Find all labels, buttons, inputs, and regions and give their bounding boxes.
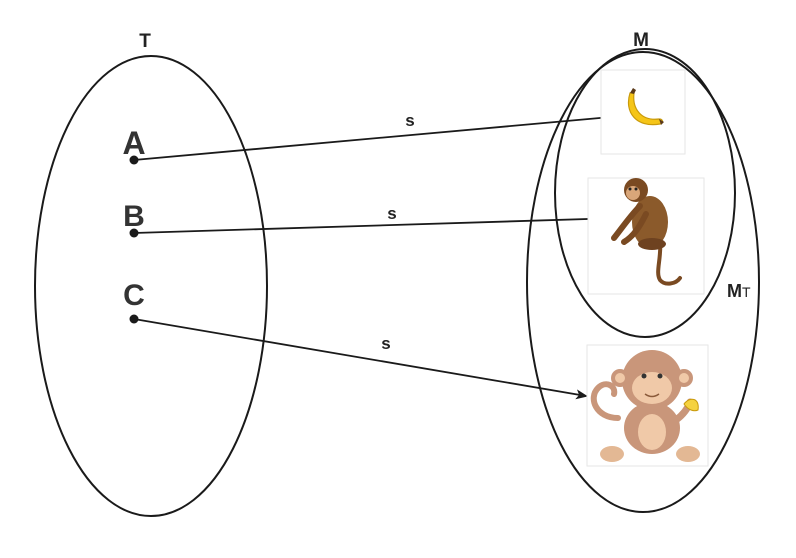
- mapping-label-a: s: [405, 111, 414, 130]
- mapping-arrow-b: [133, 213, 622, 234]
- codomain-set-label: M: [633, 30, 649, 51]
- element-a-label: A: [122, 125, 145, 161]
- codomain-set-ellipse: [554, 48, 736, 338]
- image-set-label: MT: [727, 281, 751, 301]
- image-set-ellipse: [526, 51, 760, 513]
- banana-icon: [600, 69, 686, 155]
- element-b-label: B: [123, 200, 145, 233]
- cartoon-monkey-with-banana-icon: [586, 344, 709, 467]
- image-set-label-main: M: [727, 281, 742, 301]
- domain-set-ellipse: [34, 55, 268, 517]
- mapping-label-b: s: [387, 204, 396, 223]
- mapping-arrow-a: [133, 111, 624, 161]
- brown-monkey-icon: [587, 177, 705, 295]
- domain-set-label: T: [139, 31, 151, 52]
- mapping-arrow-c: [133, 318, 588, 400]
- element-c-label: C: [123, 279, 145, 312]
- mapping-label-c: s: [381, 334, 390, 353]
- image-set-label-sub: T: [742, 284, 751, 300]
